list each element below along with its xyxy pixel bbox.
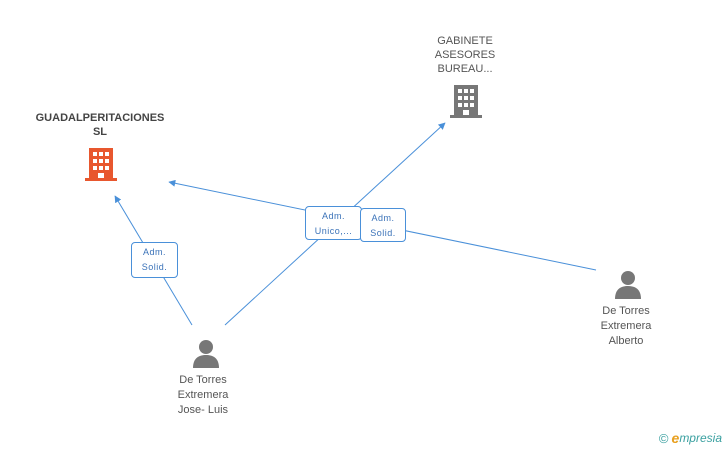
copyright-icon: © xyxy=(658,430,669,446)
brand-initial: e xyxy=(671,430,680,446)
person-label-jose-luis[interactable]: De Torres Extremera Jose- Luis xyxy=(177,374,229,416)
person-label-alberto[interactable]: De Torres Extremera Alberto xyxy=(600,305,652,347)
brand-name: mpresia xyxy=(679,431,722,445)
edge-badge-jose-gabinete[interactable]: Adm. Unico,... xyxy=(305,206,362,240)
person-icon-alberto[interactable] xyxy=(613,269,643,299)
building-icon-gabinete[interactable] xyxy=(450,83,482,119)
person-icon-jose-luis[interactable] xyxy=(191,338,221,368)
company-label-gabinete[interactable]: GABINETE ASESORES BUREAU... xyxy=(434,35,496,75)
edge-badge-jose-guadal[interactable]: Adm. Solid. xyxy=(131,242,178,278)
edge-badge-alberto-guadal[interactable]: Adm. Solid. xyxy=(360,208,406,242)
building-icon-guadalperitaciones[interactable] xyxy=(85,146,117,182)
company-label-guadalperitaciones[interactable]: GUADALPERITACIONES SL xyxy=(35,112,165,138)
